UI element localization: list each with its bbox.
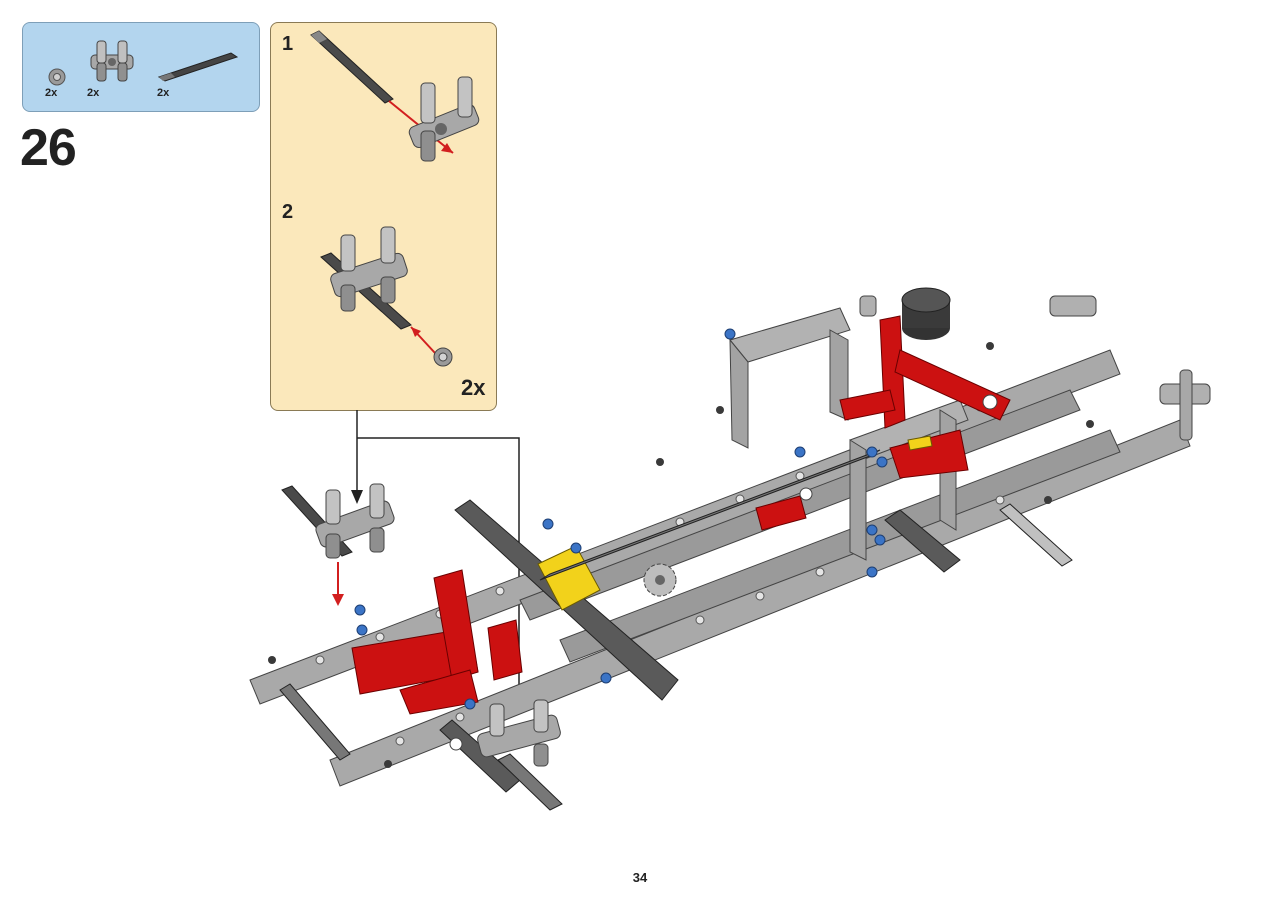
knob-icon xyxy=(901,287,951,340)
red-frame-front xyxy=(351,569,523,715)
part-qty: 2x xyxy=(87,87,100,99)
subassembly-box: 1 2 2x xyxy=(270,22,497,411)
cross-block-icon xyxy=(281,483,395,559)
arrow-icon xyxy=(332,562,344,606)
axle-icon xyxy=(310,30,394,104)
axle-icon xyxy=(157,52,239,82)
cross-block-icon xyxy=(477,699,561,767)
cross-hole-icon xyxy=(449,394,998,751)
subassembly-illustration xyxy=(310,30,480,367)
substep-number: 1 xyxy=(282,33,294,55)
cross-block-icon xyxy=(859,295,1211,441)
axle-icon xyxy=(279,449,1073,811)
chassis-beam xyxy=(249,349,1191,787)
red-frame-rear xyxy=(755,315,1011,531)
part-qty: 2x xyxy=(157,87,170,99)
step-number: 26 xyxy=(20,119,77,177)
gear-icon xyxy=(643,563,677,597)
blue-pin-icon xyxy=(354,328,888,710)
substep-qty: 2x xyxy=(461,375,486,400)
part-qty: 2x xyxy=(45,87,58,99)
bush-icon xyxy=(48,68,66,86)
cross-block-icon xyxy=(320,226,412,330)
cross-block-icon xyxy=(90,40,134,82)
cross-block-icon xyxy=(408,76,480,162)
pin-icon xyxy=(268,342,1094,768)
page-number: 34 xyxy=(632,870,648,885)
arrow-icon xyxy=(410,326,436,354)
bush-icon xyxy=(433,347,453,367)
substep-number: 2 xyxy=(282,201,294,223)
parts-list-box: 2x 2x 2x xyxy=(22,22,260,112)
